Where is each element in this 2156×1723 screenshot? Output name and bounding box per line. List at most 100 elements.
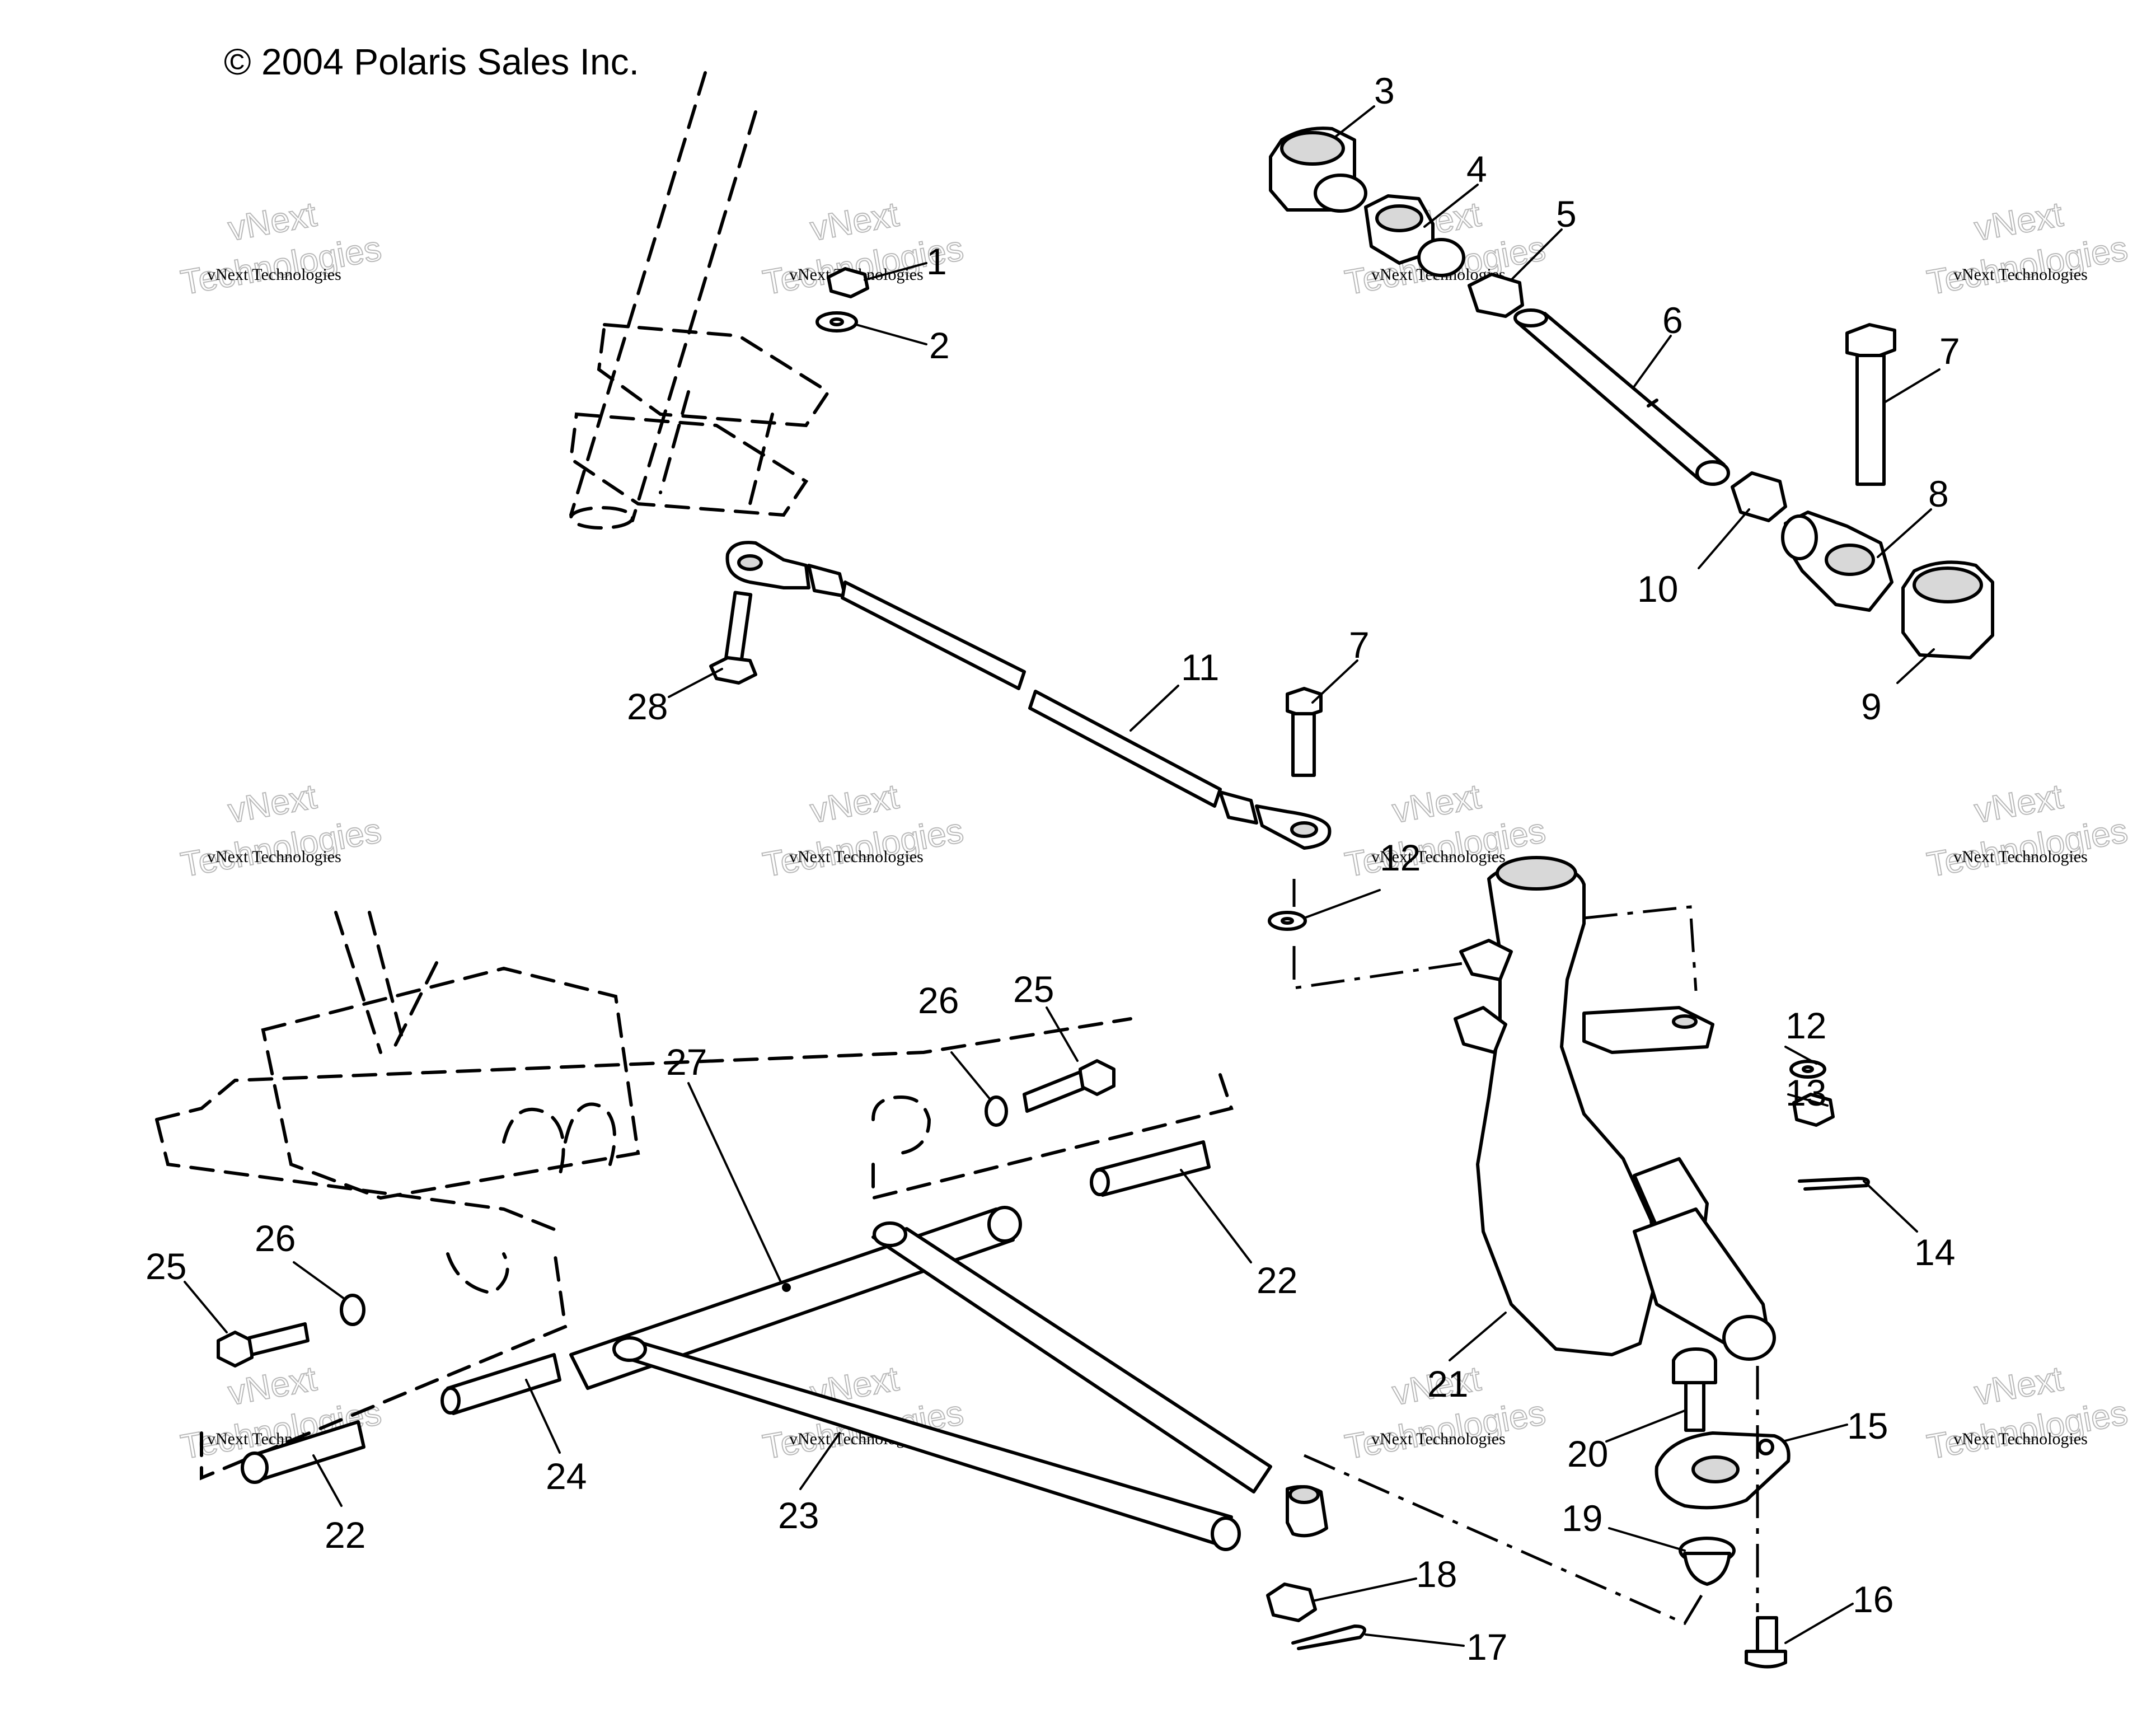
washer-shape — [815, 311, 858, 333]
ball-joint-centerline — [1303, 1454, 1703, 1626]
rod-end-bore — [1375, 204, 1423, 232]
knuckle-phantom — [1583, 905, 1698, 991]
leader-6 — [1633, 335, 1672, 387]
tube-end — [612, 1336, 647, 1362]
leader-28 — [668, 668, 723, 698]
leader-15 — [1782, 1424, 1848, 1443]
steering-plate-lower — [569, 412, 809, 517]
nut-shape — [1792, 1093, 1835, 1127]
tie-rod-tube-6 — [1513, 308, 1730, 486]
tube-end — [1695, 460, 1730, 486]
leader-4 — [1423, 184, 1479, 228]
bolt-shank — [1291, 712, 1316, 777]
nut-shape — [1468, 273, 1524, 318]
washer-hole — [1281, 917, 1294, 925]
washer-12-lower — [1789, 1060, 1826, 1079]
callout-18: 18 — [1416, 1553, 1457, 1595]
plate-bolt-hole — [1757, 1439, 1774, 1455]
frame-strut — [334, 911, 382, 1054]
washer-shape — [340, 1294, 365, 1326]
tie-rod-shaft-b — [1028, 690, 1222, 808]
bushing-shape — [446, 1353, 561, 1415]
callout-11: 11 — [1181, 647, 1220, 688]
leader-10 — [1698, 508, 1750, 569]
leader-9 — [1896, 648, 1935, 684]
callout-24: 24 — [546, 1455, 587, 1497]
leader-13 — [1787, 1093, 1829, 1107]
watermark-brand: vNext — [226, 195, 320, 249]
callout-17: 17 — [1466, 1626, 1507, 1668]
callout-12: 12 — [1380, 837, 1421, 878]
knuckle-top-bore — [1496, 856, 1577, 891]
watermark: vNext Technologies vNext Technologies — [760, 777, 967, 886]
watermark-text: vNext Technologies — [1953, 848, 2088, 866]
watermark-text: vNext Technologies — [207, 848, 341, 866]
rod-end-9 — [1901, 560, 1994, 659]
watermark: vNext Technologies vNext Technologies — [1924, 1359, 2131, 1468]
bolt-shank — [247, 1322, 310, 1356]
inner-jam-nut — [807, 564, 847, 598]
leader-27 — [687, 1082, 782, 1283]
bolt-head — [1845, 323, 1896, 360]
washer-12-upper — [1268, 879, 1467, 990]
leader-7 — [1882, 368, 1941, 404]
callout-2: 2 — [929, 325, 950, 366]
callout-22b: 22 — [325, 1514, 365, 1556]
callout-9: 9 — [1861, 686, 1882, 727]
washer-hole — [829, 317, 844, 326]
callout-19: 19 — [1562, 1497, 1602, 1539]
rod-end-8 — [1781, 511, 1893, 612]
bolt-shank — [1023, 1070, 1085, 1113]
leader-8 — [1877, 508, 1932, 558]
bolt-25-left — [217, 1322, 310, 1368]
rod-end-sleeve — [1314, 174, 1367, 213]
leader-12 — [1303, 889, 1381, 919]
leader-21 — [1449, 1312, 1507, 1361]
frame-strut — [390, 961, 438, 1054]
frame-rail-top — [155, 1017, 1132, 1121]
column-edge-right — [631, 110, 757, 522]
column-edge-left — [569, 71, 707, 517]
inner-rod-end-hole — [737, 554, 763, 571]
washer-shape — [985, 1095, 1008, 1127]
frame-mount-tab-rear — [200, 1247, 568, 1481]
callout-7b: 7 — [1349, 624, 1370, 666]
bolt-head — [1745, 1650, 1787, 1669]
outer-rod-end-hole — [1290, 821, 1318, 838]
nut-shape — [827, 267, 869, 298]
tube-body — [1515, 312, 1726, 483]
watermark-text: vNext Technologies — [207, 265, 341, 284]
tube-mark — [1647, 399, 1658, 408]
leader-24 — [525, 1379, 561, 1454]
knuckle-ear — [1459, 939, 1513, 981]
watermark-brand: vNext — [1972, 778, 2066, 831]
watermark: vNext Technologies vNext Technologies — [1924, 777, 2131, 886]
outer-jam-nut — [1218, 790, 1258, 825]
tube-end — [1211, 1516, 1241, 1551]
washer-2 — [815, 311, 858, 333]
leader-1 — [864, 262, 927, 281]
rod-end-3 — [1269, 127, 1367, 213]
rod-end-bore — [1280, 131, 1345, 166]
leader-26 — [950, 1051, 992, 1101]
callout-21: 21 — [1427, 1363, 1468, 1404]
leader-25 — [1046, 1006, 1079, 1062]
callout-16: 16 — [1853, 1579, 1893, 1620]
steering-column-phantom — [569, 71, 831, 530]
plate-center-hole — [1691, 1455, 1740, 1483]
callout-28: 28 — [627, 686, 668, 727]
leader-22b — [312, 1454, 343, 1507]
watermark-brand: vNext — [226, 1360, 320, 1413]
bushing-end — [241, 1452, 269, 1484]
knuckle-ear — [1454, 1006, 1507, 1054]
watermark-brand: vNext — [226, 778, 320, 831]
washer-shape — [1268, 911, 1307, 931]
callout-25b: 25 — [146, 1246, 186, 1287]
callout-27: 27 — [666, 1041, 707, 1083]
column-end — [569, 506, 634, 530]
tube-end — [987, 1206, 1022, 1243]
bolt-shank — [1756, 1616, 1778, 1653]
leader-5 — [1510, 228, 1563, 281]
rod-end-4 — [1364, 194, 1465, 277]
